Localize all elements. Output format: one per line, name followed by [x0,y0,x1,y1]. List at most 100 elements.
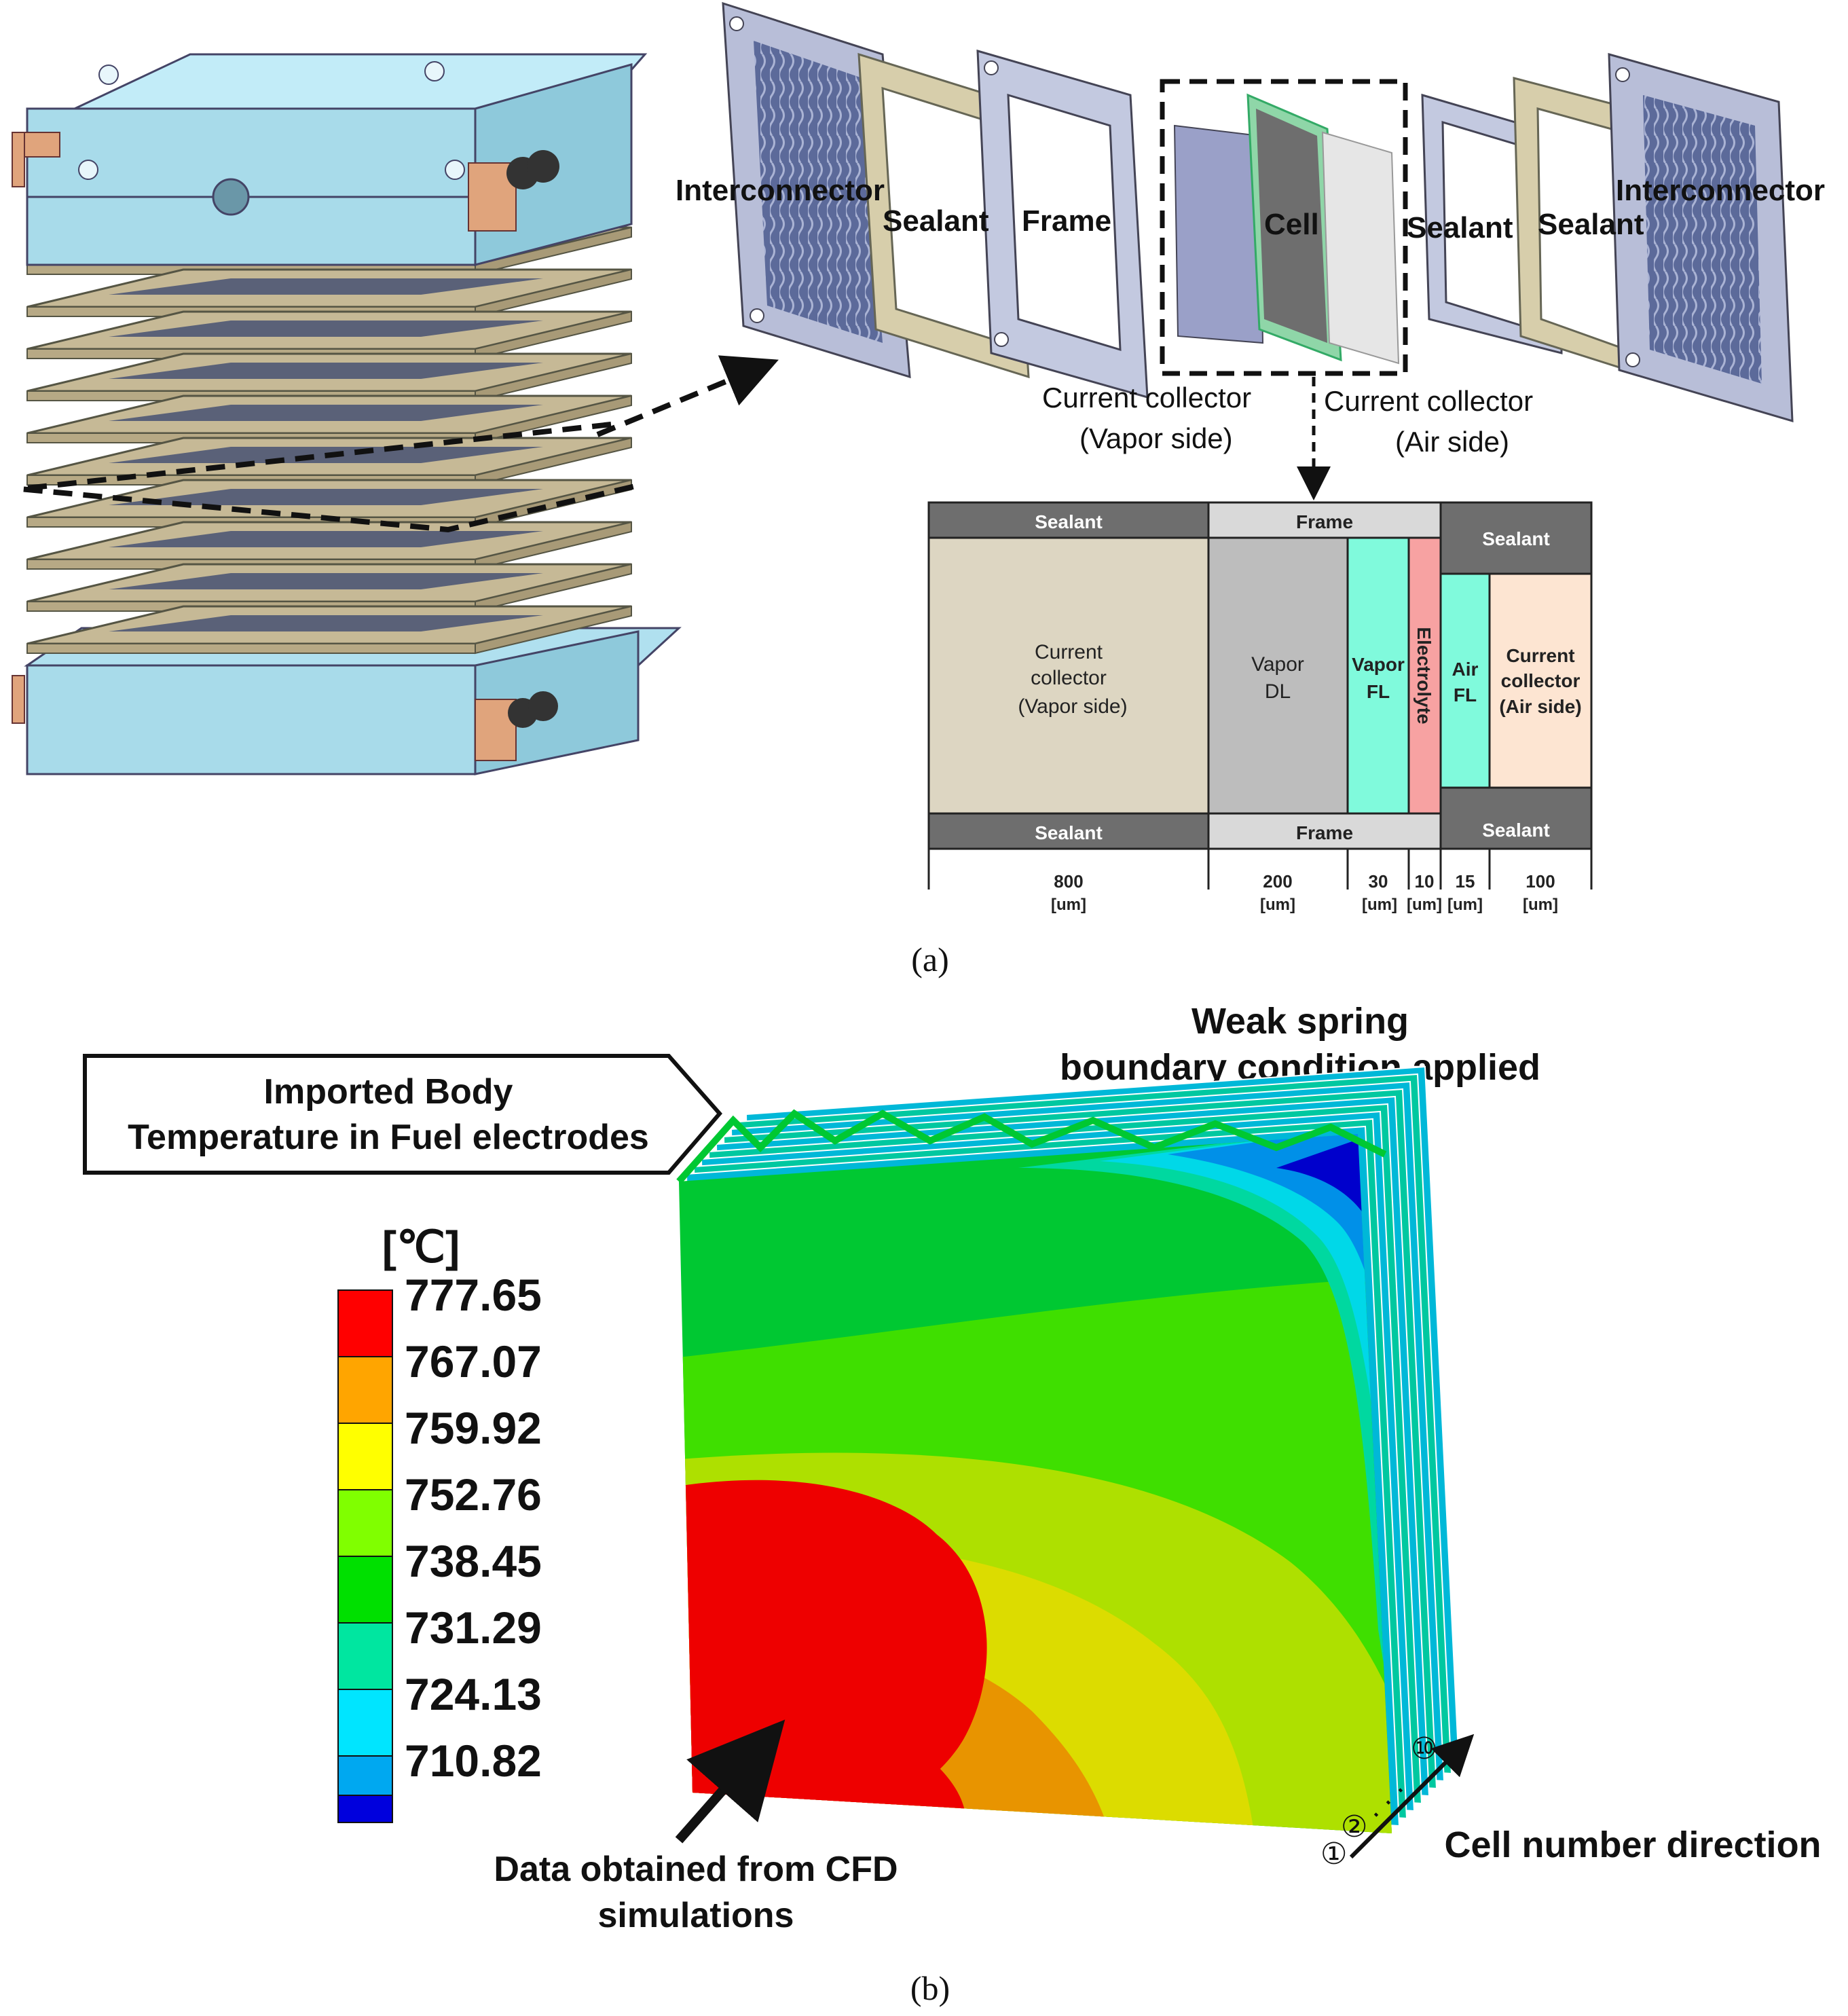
xsec-label-vapor-fl-1: Vapor [1352,654,1405,675]
top-label-line1: Weak spring [1191,1001,1409,1042]
legend-swatch [337,1289,393,1357]
callout-box [83,1054,722,1175]
cfd-arrow [675,1719,786,1844]
stack-plate-slot [109,531,543,547]
label-interconnector-right: Interconnector [1616,174,1825,207]
xsec-label-bottom-sealant-left: Sealant [1035,822,1103,843]
stack-plate-slot [109,405,543,421]
legend-swatch [337,1489,393,1557]
xsec-layer-air-fl [1439,572,1491,789]
cross-section-diagram: Sealant Frame Sealant Sealant Frame Seal… [927,501,1593,914]
callout-line2: Temperature in Fuel electrodes [128,1118,649,1157]
cell-marker-10: ⑩ [1411,1731,1437,1766]
xsec-label-vapor-dl-2: DL [1265,680,1291,703]
xsec-thickness-200-unit: [um] [1260,896,1295,914]
caption-a: (a) [911,940,949,978]
contour-front-face [679,1134,1392,1833]
xsec-thickness-100: 100 [1526,871,1555,892]
xsec-layer-cc-vapor [927,536,1210,815]
legend-swatch [337,1423,393,1490]
label-cc-air-line1: Current collector [1324,385,1533,417]
stack-plates [26,226,632,655]
legend-value: 767.07 [405,1336,542,1387]
top-endplate [12,53,648,266]
exploded-components: Interconnector Sealant Frame Cell Sealan… [676,1,1825,500]
stack-plate-edge [26,643,476,654]
contour-top-edge [676,1109,1387,1184]
cell-marker-1: ① [1320,1837,1347,1871]
xsec-label-cc-vapor-2: collector [1031,667,1107,689]
stack-plate-side [475,605,632,655]
label-interconnector-left: Interconnector [676,174,885,207]
stack-plate-slot [109,489,543,505]
top-connector [468,150,559,232]
data-label-line2: simulations [598,1896,794,1935]
legend-value: 738.45 [405,1536,542,1586]
xsec-thickness-30-unit: [um] [1362,896,1397,914]
xsec-thickness-10-unit: [um] [1407,896,1442,914]
legend-value: 731.29 [405,1602,542,1653]
label-sealant-right-1: Sealant [1407,211,1513,244]
panel-a: Interconnector Sealant Frame Cell Sealan… [12,1,1825,978]
legend-value: 752.76 [405,1469,542,1520]
xsec-layer-vapor-dl [1207,536,1349,815]
xsec-label-electrolyte: Electrolyte [1413,627,1435,724]
legend-swatch [337,1689,393,1757]
xsec-thickness-15-unit: [um] [1447,896,1483,914]
xsec-label-vapor-fl-2: FL [1367,681,1390,702]
legend-swatch [337,1356,393,1424]
bottom-connector [475,691,558,761]
label-cc-vapor-line1: Current collector [1042,382,1251,414]
section-outline [20,422,639,533]
xsec-label-cc-air-1: Current [1506,645,1574,666]
legend-value: 724.13 [405,1669,542,1719]
direction-label: Cell number direction [1444,1825,1821,1865]
data-label-line1: Data obtained from CFD [494,1850,898,1889]
xsec-label-top-sealant-right: Sealant [1482,528,1550,549]
xsec-thickness-800: 800 [1054,871,1083,892]
cell-direction-arrow [1349,1734,1475,1859]
temperature-legend: 777.65 767.07 759.92 752.76 738.45 731.29 724.… [337,1270,542,1823]
xsec-layer-cc-air [1488,572,1593,789]
stack-plate-slot [109,573,543,589]
xsec-top-frame [1207,501,1442,539]
temperature-contour [676,1065,1460,1833]
xsec-thickness-800-unit: [um] [1051,896,1086,914]
cell-component [1173,93,1400,365]
legend-value: 710.82 [405,1736,542,1786]
stack-plate-slot [109,615,543,631]
stack-plate-slot [109,320,543,337]
stack-plate-slot [109,363,543,379]
xsec-label-bottom-frame: Frame [1296,822,1353,843]
xsec-label-cc-air-3: (Air side) [1499,696,1581,717]
xsec-thickness-15: 15 [1456,871,1475,892]
xsec-bottom-sealant-right [1439,786,1593,850]
xsec-label-top-frame: Frame [1296,511,1353,532]
caption-b: (b) [910,1969,950,2007]
xsec-thickness-100-unit: [um] [1523,896,1558,914]
label-cell: Cell [1264,208,1319,241]
label-frame: Frame [1022,204,1111,238]
stack-assembly [12,53,779,775]
label-cc-vapor-line2: (Vapor side) [1079,422,1233,454]
xsec-thickness-30: 30 [1369,871,1388,892]
cell-highlight-box [1160,79,1408,376]
label-sealant-left: Sealant [883,204,989,238]
xsec-thickness-200: 200 [1263,871,1292,892]
interconnector-right [1608,53,1794,423]
legend-unit: [℃] [382,1222,460,1271]
xsec-label-bottom-sealant-right: Sealant [1482,820,1550,841]
legend-swatch [337,1622,393,1690]
legend-value: 759.92 [405,1403,542,1453]
xsec-label-vapor-dl-1: Vapor [1251,653,1304,676]
frame-component [976,49,1149,399]
legend-value: 777.65 [405,1270,542,1320]
xsec-label-air-fl-1: Air [1452,659,1479,680]
xsec-label-cc-air-2: collector [1501,670,1581,691]
label-cc-air-line2: (Air side) [1395,426,1509,458]
xsec-thickness-10: 10 [1415,871,1435,892]
label-sealant-right-2: Sealant [1538,208,1644,241]
xsec-label-air-fl-2: FL [1454,684,1477,705]
xsec-label-cc-vapor-3: (Vapor side) [1018,695,1127,718]
xsec-bottom-sealant-left [927,812,1210,850]
